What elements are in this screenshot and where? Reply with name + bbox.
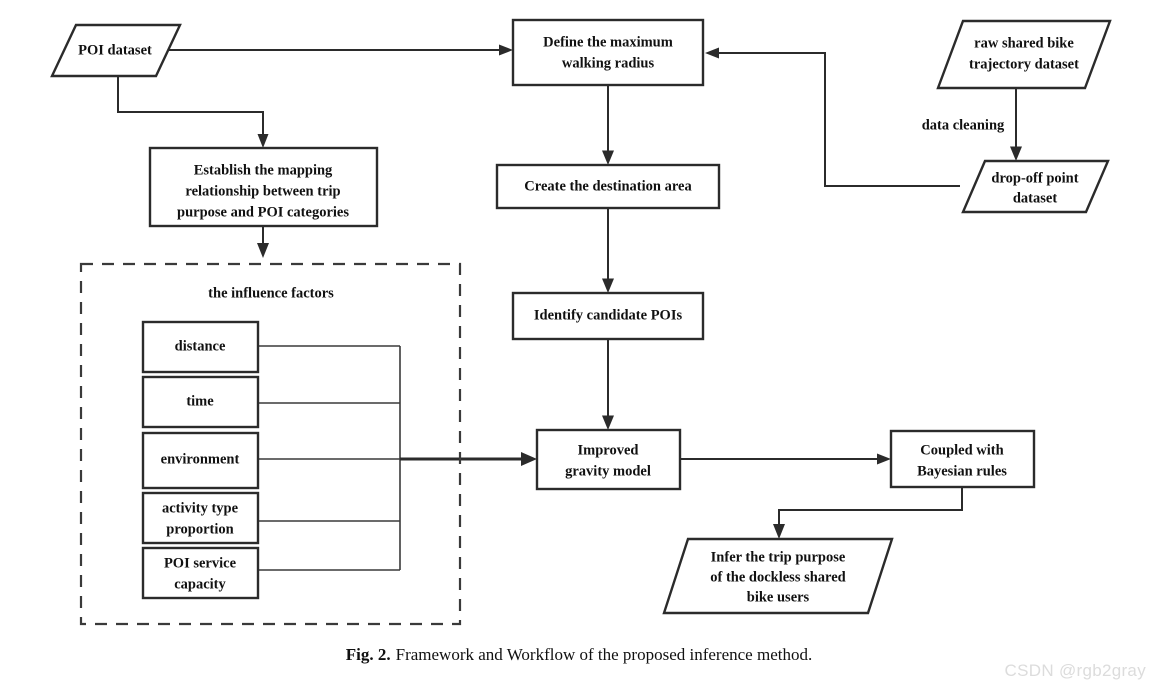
influence-factors-group-label: the influence factors bbox=[208, 285, 334, 301]
svg-text:Create the destination area: Create the destination area bbox=[524, 178, 692, 194]
svg-text:capacity: capacity bbox=[174, 576, 226, 592]
svg-text:gravity model: gravity model bbox=[565, 463, 651, 479]
svg-text:purpose and POI categories: purpose and POI categories bbox=[177, 204, 349, 220]
edge-label-data-cleaning: data cleaning bbox=[922, 117, 1005, 133]
svg-text:Identify candidate POIs: Identify candidate POIs bbox=[534, 307, 683, 323]
node-factor-distance[interactable]: distance bbox=[141, 320, 260, 374]
svg-text:activity type: activity type bbox=[162, 500, 239, 516]
edge-dropoff-to-define-radius bbox=[705, 47, 960, 187]
svg-text:trajectory dataset: trajectory dataset bbox=[969, 56, 1079, 72]
node-factor-activity-type-proportion[interactable]: activity type proportion bbox=[141, 491, 260, 545]
edge-identify-pois-to-gravity-model bbox=[602, 339, 614, 430]
node-improved-gravity-model[interactable]: Improved gravity model bbox=[535, 428, 682, 491]
edge-define-radius-to-create-destination bbox=[602, 85, 614, 165]
node-factor-time[interactable]: time bbox=[141, 375, 260, 429]
node-raw-trajectory-dataset[interactable]: raw shared bike trajectory dataset bbox=[936, 19, 1112, 90]
svg-text:time: time bbox=[186, 393, 214, 409]
node-dropoff-point-dataset[interactable]: drop-off point dataset bbox=[961, 159, 1110, 214]
svg-text:distance: distance bbox=[175, 338, 226, 354]
node-poi-dataset[interactable]: POI dataset bbox=[50, 23, 182, 78]
svg-text:POI dataset: POI dataset bbox=[78, 42, 152, 58]
edge-establish-to-influence-factors bbox=[257, 226, 269, 258]
node-establish-mapping[interactable]: Establish the mapping relationship betwe… bbox=[148, 146, 379, 228]
node-coupled-bayesian-rules[interactable]: Coupled with Bayesian rules bbox=[889, 429, 1036, 489]
svg-text:Coupled with: Coupled with bbox=[920, 442, 1003, 458]
node-create-destination-area[interactable]: Create the destination area bbox=[495, 163, 721, 210]
svg-text:bike users: bike users bbox=[747, 589, 810, 605]
svg-text:Bayesian rules: Bayesian rules bbox=[917, 463, 1007, 479]
watermark: CSDN @rgb2gray bbox=[1004, 661, 1146, 680]
svg-text:environment: environment bbox=[161, 451, 240, 467]
figure-number: Fig. 2. bbox=[345, 645, 391, 664]
edge-influence-factors-to-gravity-model bbox=[400, 452, 537, 466]
svg-text:relationship between trip: relationship between trip bbox=[185, 183, 340, 199]
edge-bayesian-rules-to-infer-purpose bbox=[773, 487, 963, 539]
node-factor-poi-service-capacity[interactable]: POI service capacity bbox=[141, 546, 260, 600]
svg-text:Establish the mapping: Establish the mapping bbox=[194, 162, 333, 178]
figure-caption: Fig. 2.Framework and Workflow of the pro… bbox=[0, 645, 1158, 665]
svg-text:Improved: Improved bbox=[578, 442, 639, 458]
svg-text:proportion: proportion bbox=[166, 521, 233, 537]
svg-text:drop-off point: drop-off point bbox=[991, 170, 1078, 186]
node-infer-trip-purpose[interactable]: Infer the trip purpose of the dockless s… bbox=[662, 537, 894, 615]
svg-text:walking radius: walking radius bbox=[562, 55, 655, 71]
svg-text:Infer the trip purpose: Infer the trip purpose bbox=[711, 549, 846, 565]
edge-gravity-model-to-bayesian-rules bbox=[680, 453, 891, 465]
node-identify-candidate-pois[interactable]: Identify candidate POIs bbox=[511, 291, 705, 341]
node-define-walking-radius[interactable]: Define the maximum walking radius bbox=[511, 18, 705, 87]
svg-text:raw shared bike: raw shared bike bbox=[974, 35, 1074, 51]
svg-text:of the dockless shared: of the dockless shared bbox=[710, 569, 845, 585]
svg-text:dataset: dataset bbox=[1013, 190, 1057, 206]
edge-raw-to-dropoff bbox=[1010, 88, 1022, 161]
influence-factors-group-border bbox=[79, 262, 462, 626]
edge-create-destination-to-identify-pois bbox=[602, 208, 614, 293]
svg-text:Define the maximum: Define the maximum bbox=[543, 34, 673, 50]
edge-poi-to-define-radius bbox=[160, 44, 513, 56]
svg-text:POI service: POI service bbox=[164, 555, 237, 571]
figure-caption-text: Framework and Workflow of the proposed i… bbox=[395, 645, 813, 664]
node-factor-environment[interactable]: environment bbox=[141, 431, 260, 490]
edge-influence-factors-manifold bbox=[258, 345, 401, 571]
edge-poi-to-establish bbox=[117, 76, 269, 148]
